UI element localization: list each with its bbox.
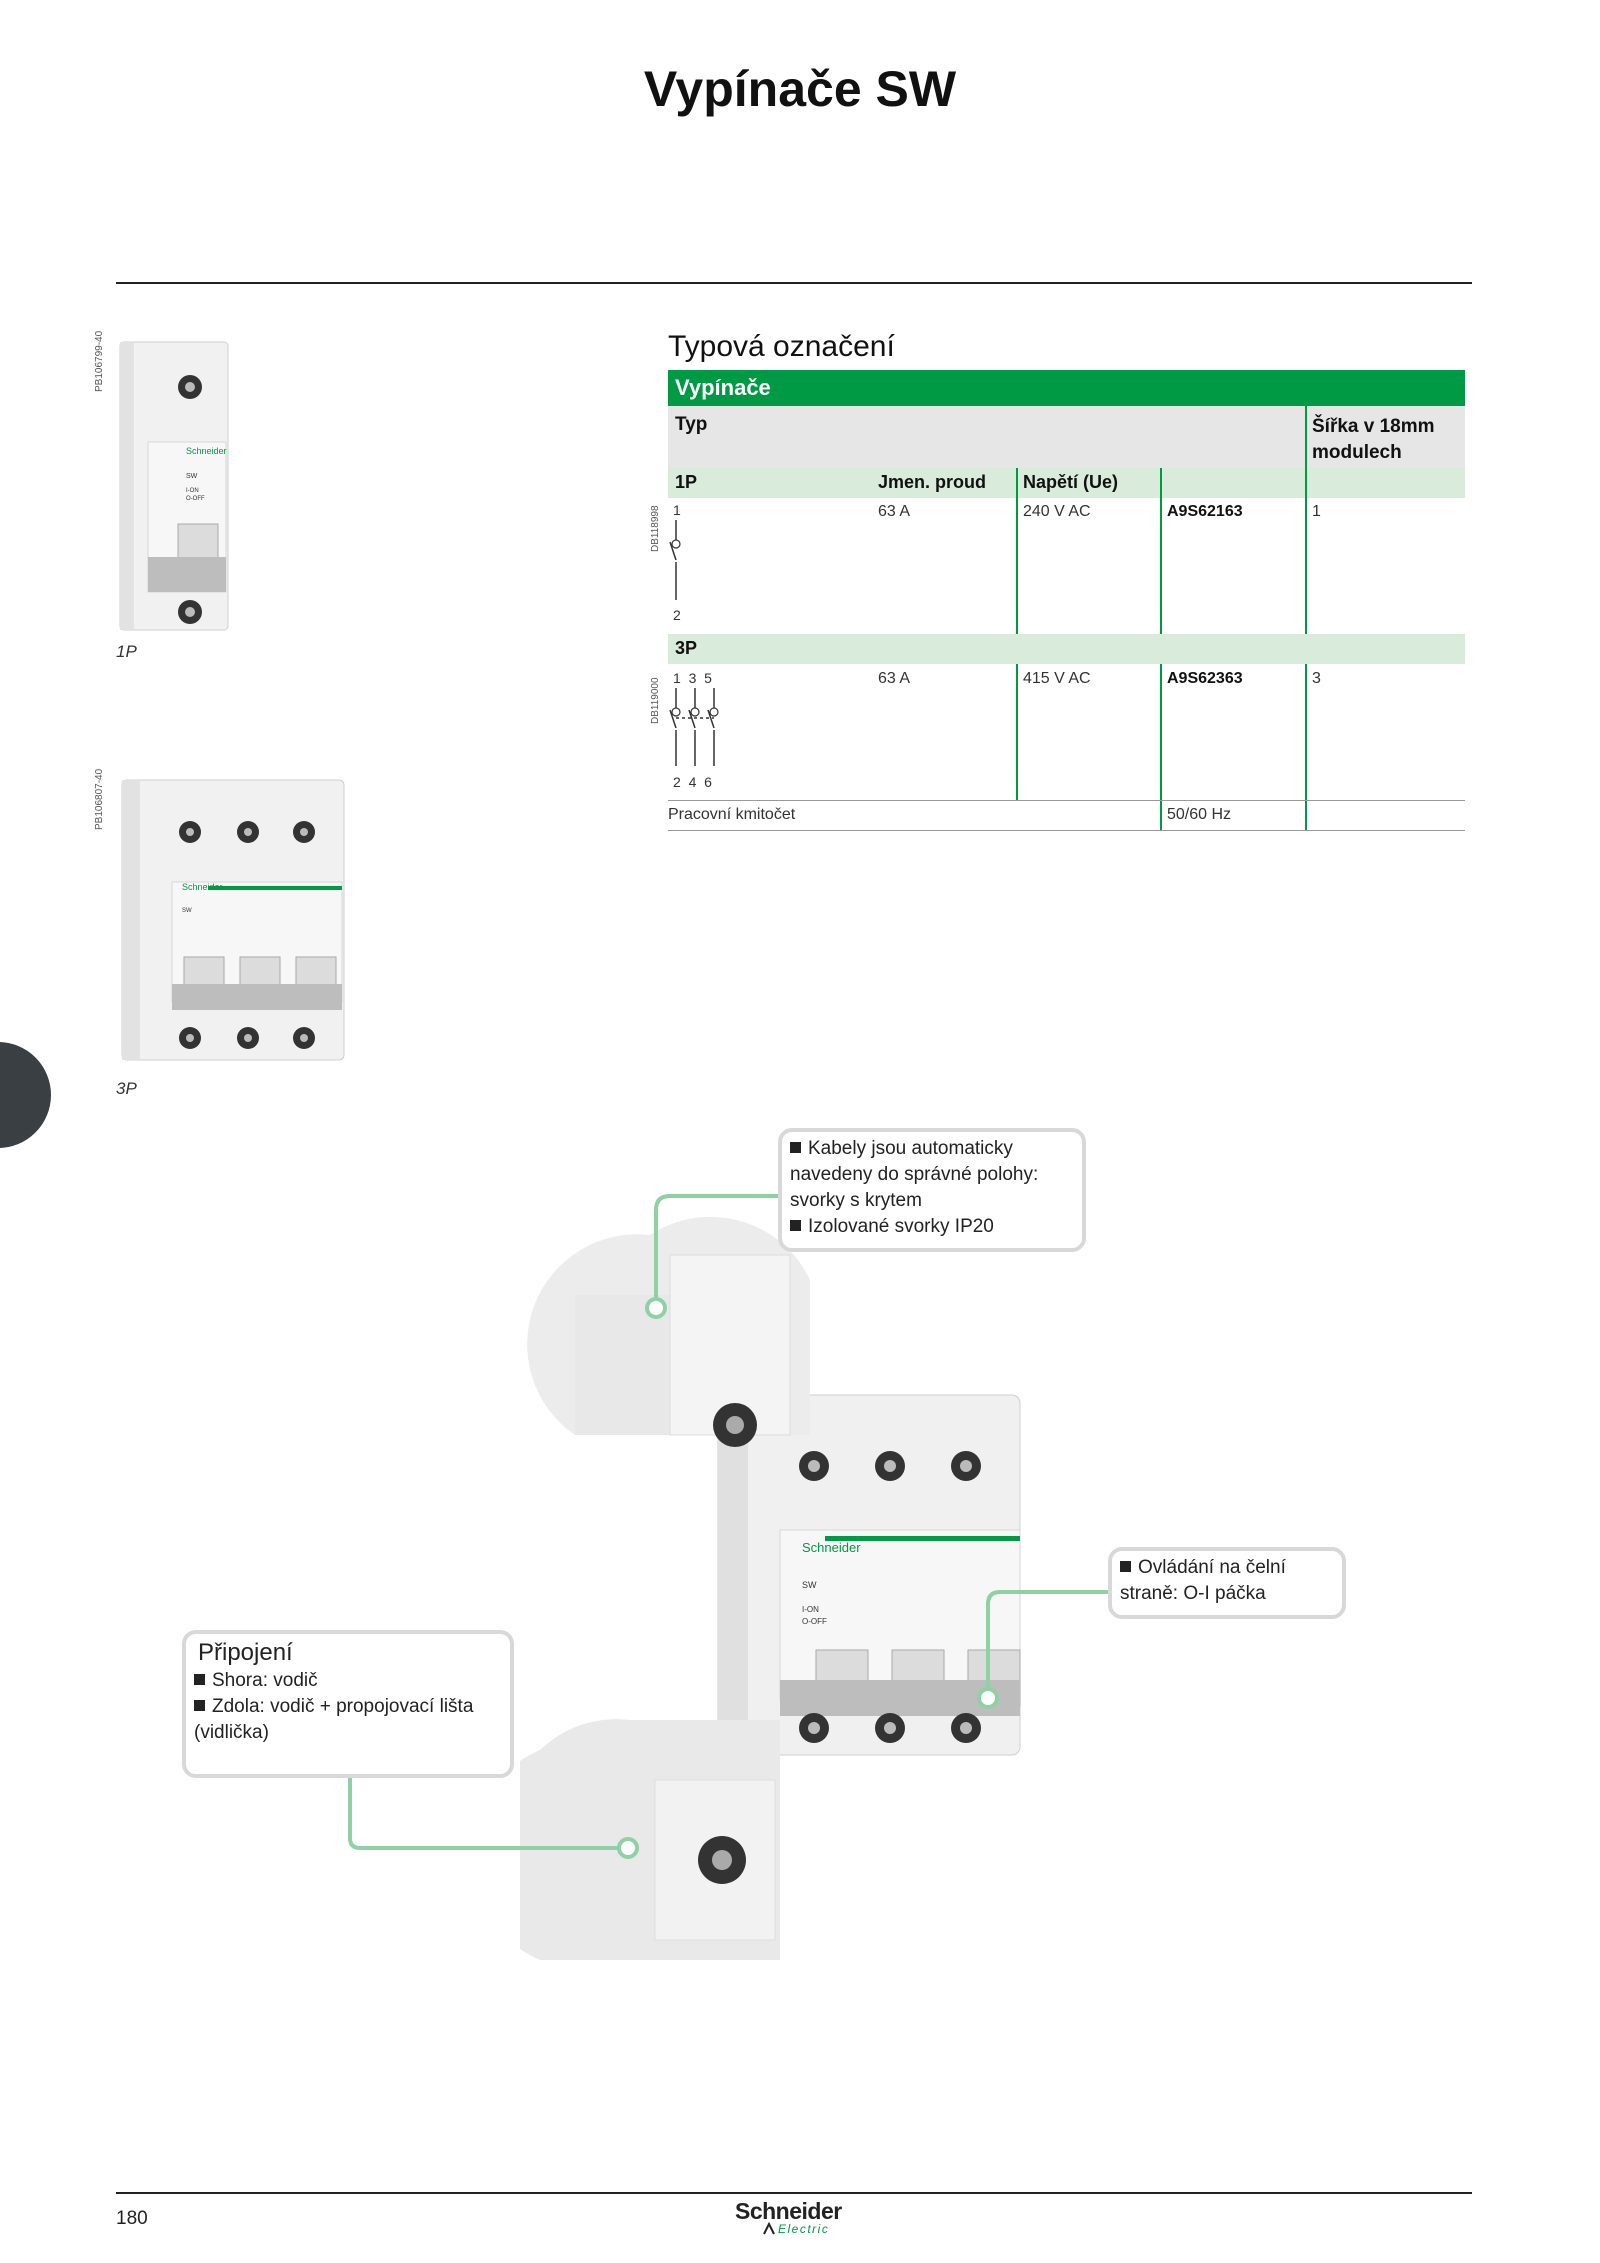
product-photo-3p: Schneider SW bbox=[121, 779, 345, 1061]
group-row-1p bbox=[668, 468, 1465, 498]
col-divider bbox=[1305, 406, 1307, 634]
ref-3p: A9S62363 bbox=[1167, 670, 1243, 687]
bullet-icon bbox=[790, 1142, 801, 1153]
width-3p: 3 bbox=[1312, 670, 1321, 687]
callout-connection-title: Připojení bbox=[198, 1639, 293, 1666]
bottom-rule bbox=[116, 2192, 1472, 2194]
terminals-bottom-1p: 2 bbox=[673, 607, 681, 623]
col-divider bbox=[1160, 664, 1162, 830]
callout-control-item: Ovládání na čelní straně: O-I páčka bbox=[1120, 1557, 1286, 1604]
sw-text-3p: SW bbox=[182, 908, 192, 914]
top-rule bbox=[116, 282, 1472, 284]
group-label-1p: 1P bbox=[675, 472, 698, 492]
zoom-bottom-terminal bbox=[520, 1719, 780, 1960]
brand-text-1p: Schneider bbox=[186, 446, 227, 456]
terminals-top-3p: 1 3 5 bbox=[673, 670, 712, 686]
sw-text-large: SW bbox=[802, 1580, 817, 1590]
section-title: Typová označení bbox=[668, 330, 895, 363]
bullet-icon bbox=[194, 1700, 205, 1711]
footer-logo-brand: Schneider bbox=[735, 2198, 842, 2224]
callout-cables-item: Izolované svorky IP20 bbox=[808, 1216, 994, 1237]
switch-symbol-1p bbox=[669, 520, 681, 600]
switch-symbol-3p bbox=[669, 688, 719, 766]
brand-text-large: Schneider bbox=[802, 1540, 861, 1555]
bullet-icon bbox=[1120, 1561, 1131, 1572]
zoom-top-terminal bbox=[527, 1216, 810, 1447]
detail-illustration: Schneider SW I-ON O-OFF bbox=[520, 1216, 1021, 1960]
bullet-icon bbox=[790, 1220, 801, 1231]
frequency-value: 50/60 Hz bbox=[1167, 806, 1232, 823]
terminals-bottom-3p: 2 4 6 bbox=[673, 774, 712, 790]
col-width-header: Šířka v 18mm modulech bbox=[1312, 416, 1435, 463]
col-divider bbox=[1305, 664, 1307, 830]
row-rule bbox=[668, 830, 1465, 831]
ref-1p: A9S62163 bbox=[1167, 503, 1243, 520]
page-title: Vypínače SW bbox=[643, 61, 957, 117]
on-text-1p: I-ON bbox=[186, 488, 199, 494]
callout-cables-item: Kabely jsou automaticky navedeny do sprá… bbox=[790, 1138, 1039, 1211]
group-label-3p: 3P bbox=[675, 638, 698, 658]
on-text-large: I-ON bbox=[802, 1605, 819, 1614]
footer-logo-mark-icon bbox=[763, 2222, 775, 2235]
current-3p: 63 A bbox=[878, 670, 911, 687]
current-1p: 63 A bbox=[878, 503, 911, 520]
voltage-3p: 415 V AC bbox=[1023, 670, 1091, 687]
off-text-large: O-OFF bbox=[802, 1617, 827, 1626]
photo-1p-caption: 1P bbox=[116, 642, 137, 661]
callout-control: Ovládání na čelní straně: O-I páčka bbox=[1108, 1547, 1346, 1619]
frequency-label: Pracovní kmitočet bbox=[668, 806, 796, 823]
footer-logo-sub: Electric bbox=[778, 2222, 830, 2236]
page-number: 180 bbox=[116, 2208, 148, 2229]
bullet-icon bbox=[194, 1674, 205, 1685]
callout-connection-item: Zdola: vodič + propojovací lišta (vidlič… bbox=[194, 1696, 474, 1743]
col-divider bbox=[1016, 664, 1018, 800]
callout-cables: Kabely jsou automaticky navedeny do sprá… bbox=[778, 1128, 1086, 1252]
callout-connection-item: Shora: vodič bbox=[212, 1670, 318, 1691]
table-header-row bbox=[668, 406, 1465, 468]
col-current-header: Jmen. proud bbox=[878, 472, 987, 492]
col-voltage-header: Napětí (Ue) bbox=[1023, 472, 1119, 492]
row-rule bbox=[668, 800, 1465, 801]
terminals-top-1p: 1 bbox=[673, 502, 681, 518]
photo-3p-caption: 3P bbox=[116, 1079, 137, 1098]
product-photo-1p: Schneider SW I-ON O-OFF bbox=[119, 341, 229, 631]
col-typ-header: Typ bbox=[675, 414, 708, 435]
col-divider bbox=[1160, 468, 1162, 634]
width-1p: 1 bbox=[1312, 503, 1321, 520]
group-row-3p bbox=[668, 634, 1465, 664]
table-title-bar: Vypínače bbox=[668, 370, 1465, 406]
off-text-1p: O-OFF bbox=[186, 496, 205, 502]
voltage-1p: 240 V AC bbox=[1023, 503, 1091, 520]
col-divider bbox=[1016, 468, 1018, 634]
sw-text-1p: SW bbox=[186, 473, 198, 480]
brand-text-3p: Schneider bbox=[182, 882, 223, 892]
callout-connection: Připojení Shora: vodič Zdola: vodič + pr… bbox=[182, 1630, 514, 1778]
